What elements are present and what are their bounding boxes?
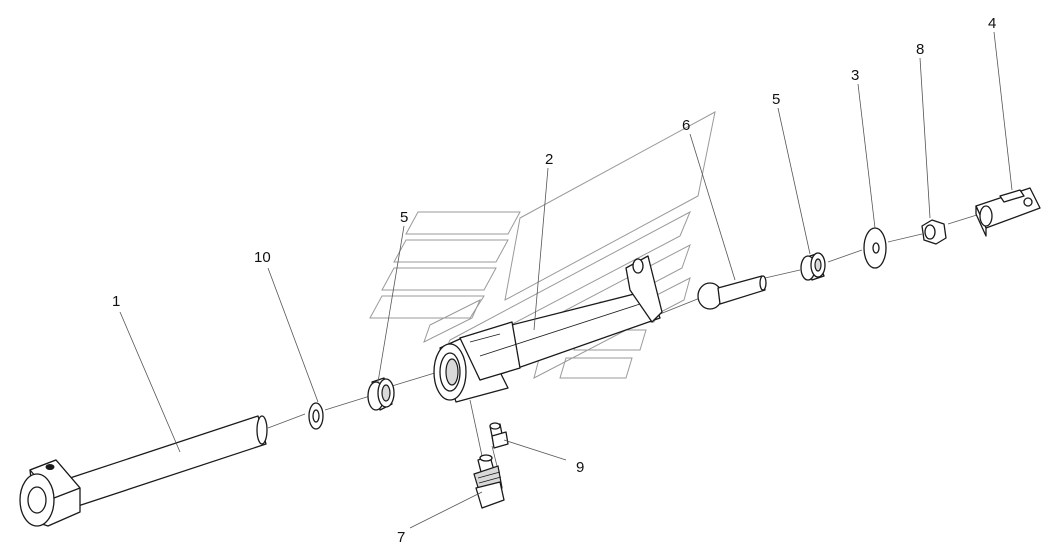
part-8-nut xyxy=(921,219,947,245)
watermark-logo xyxy=(369,111,716,379)
part-10-washer xyxy=(308,402,324,430)
part-6-ball-pin xyxy=(697,275,767,310)
callout-3: 3 xyxy=(851,67,859,84)
part-5-bushing-right xyxy=(800,252,826,281)
part-7-threaded-fitting xyxy=(473,454,505,509)
callout-9: 9 xyxy=(576,459,584,476)
callout-6: 6 xyxy=(682,117,690,134)
callout-5-right: 5 xyxy=(772,91,780,108)
part-9-grease-fitting xyxy=(489,422,509,449)
part-5-bushing-left xyxy=(367,377,395,411)
callout-5-left: 5 xyxy=(400,209,408,226)
callout-4: 4 xyxy=(988,15,996,32)
callout-2: 2 xyxy=(545,151,553,168)
leader-lines xyxy=(119,31,1013,529)
callout-8: 8 xyxy=(916,41,924,58)
callout-7: 7 xyxy=(397,529,405,546)
callout-1: 1 xyxy=(112,293,120,310)
assembly-centerline xyxy=(267,213,981,471)
callout-10: 10 xyxy=(254,249,271,266)
part-3-washer xyxy=(863,227,887,269)
part-2-housing xyxy=(433,255,663,403)
part-1-pin xyxy=(19,415,268,527)
part-4-clevis xyxy=(975,187,1041,237)
callouts: 1 2 3 4 5 5 6 7 8 9 10 xyxy=(112,15,996,546)
